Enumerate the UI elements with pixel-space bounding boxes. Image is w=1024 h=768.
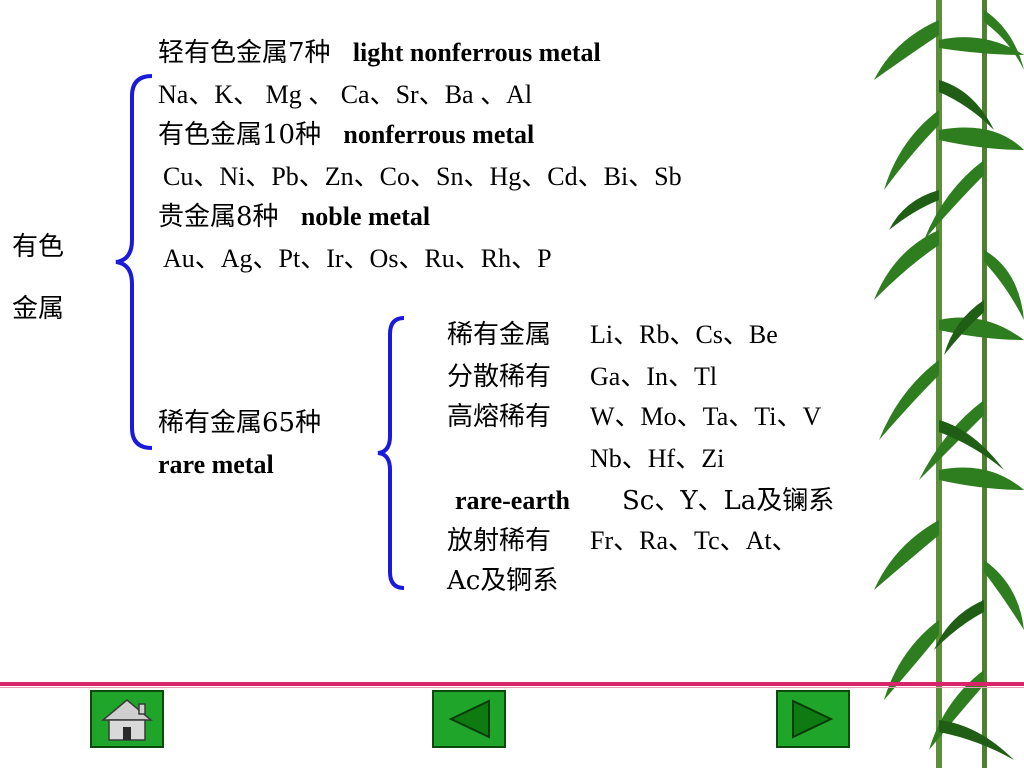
nonferrous-elements: Cu、Ni、Pb、Zn、Co、Sn、Hg、Cd、Bi、Sb (163, 162, 682, 191)
noble-elements: Au、Ag、Pt、Ir、Os、Ru、Rh、P (163, 244, 552, 273)
bottom-divider-thin (0, 687, 1024, 688)
home-icon (101, 699, 153, 741)
rare-row-7-elements: Ac及锕系 (447, 566, 559, 596)
rare-brace (377, 316, 405, 590)
light-metal-en: light nonferrous metal (352, 38, 601, 67)
rare-metal-zh: 稀有金属65种 (158, 408, 322, 438)
right-triangle-icon (792, 699, 834, 739)
rare-row-2-elements: Ga、In、Tl (590, 362, 718, 391)
light-metal-heading: 轻有色金属7种 light nonferrous metal (158, 38, 601, 68)
bamboo-decoration (874, 0, 1024, 768)
rare-metal-en: rare metal (158, 450, 274, 479)
root-label-line1: 有色 (12, 232, 65, 262)
bottom-divider (0, 682, 1024, 686)
root-label-line2: 金属 (12, 294, 65, 324)
rare-row-1-label: 稀有金属 (447, 320, 552, 350)
noble-heading: 贵金属8种 noble metal (158, 202, 430, 232)
next-button[interactable] (776, 690, 850, 748)
rare-row-4-elements: Nb、Hf、Zi (590, 444, 725, 473)
main-brace (115, 74, 153, 450)
noble-en: noble metal (300, 202, 431, 231)
rare-row-3-label: 高熔稀有 (447, 402, 552, 432)
home-button[interactable] (90, 690, 164, 748)
noble-zh: 贵金属8种 (158, 202, 279, 232)
left-triangle-icon (448, 699, 490, 739)
rare-row-3-elements: W、Mo、Ta、Ti、V (590, 402, 822, 431)
rare-row-6-elements: Fr、Ra、Tc、At、 (590, 526, 798, 555)
light-metal-zh: 轻有色金属7种 (158, 38, 331, 68)
rare-row-6-label: 放射稀有 (447, 526, 552, 556)
nonferrous-en: nonferrous metal (343, 120, 535, 149)
light-metal-elements: Na、K、 Mg 、 Ca、Sr、Ba 、Al (158, 80, 533, 109)
rare-row-5-elements: Sc、Y、La及镧系 (622, 486, 835, 516)
rare-row-1-elements: Li、Rb、Cs、Be (590, 320, 778, 349)
rare-row-2-label: 分散稀有 (447, 362, 552, 392)
nonferrous-zh: 有色金属10种 (158, 120, 322, 150)
rare-row-5-label: rare-earth (455, 486, 571, 515)
nonferrous-heading: 有色金属10种 nonferrous metal (158, 120, 534, 150)
prev-button[interactable] (432, 690, 506, 748)
